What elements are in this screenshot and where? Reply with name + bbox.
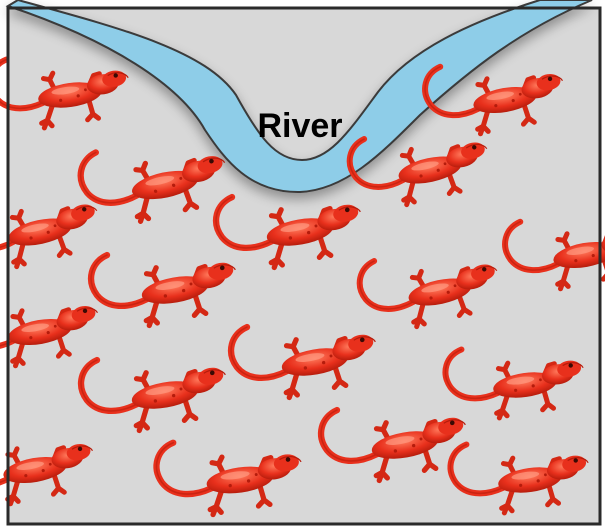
river-label: River xyxy=(257,107,342,145)
